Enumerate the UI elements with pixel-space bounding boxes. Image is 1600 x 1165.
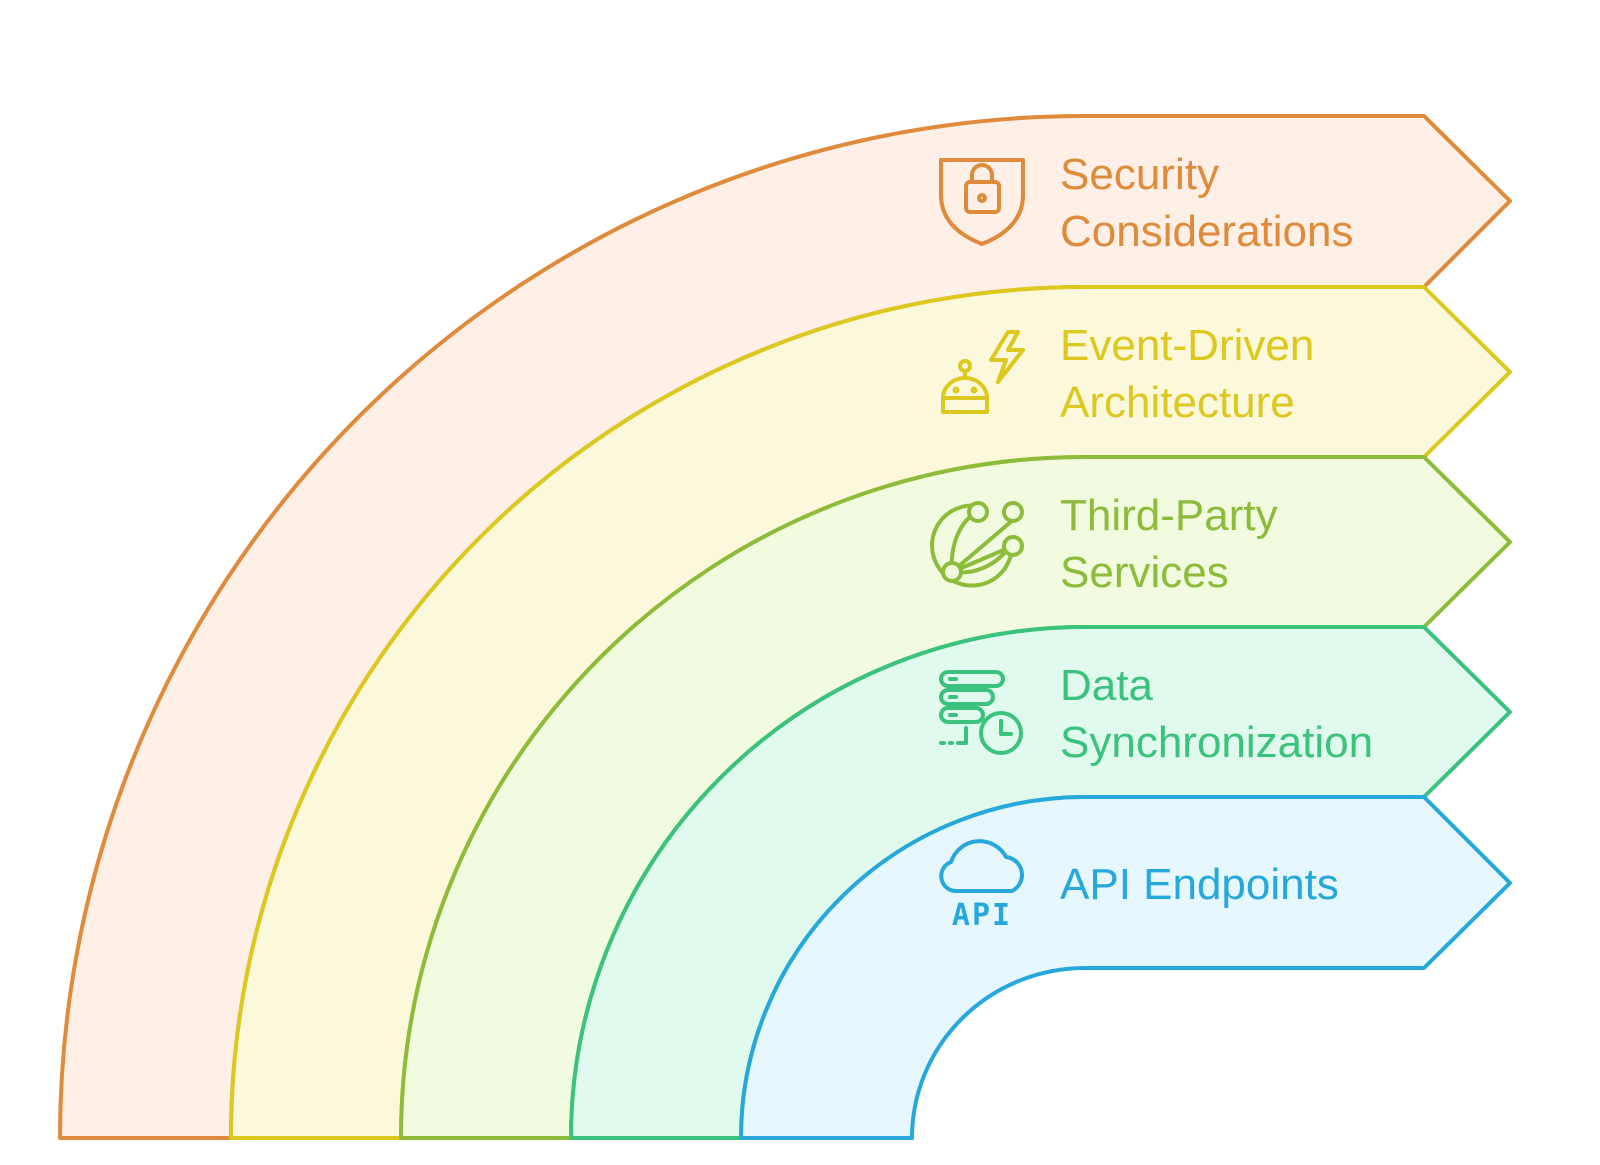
database-clock-icon: [939, 670, 1023, 755]
layer-data-sync-label: Data Synchronization: [1060, 661, 1373, 767]
cloud-api-icon-text: API: [952, 898, 1012, 933]
shield-lock-icon: [939, 158, 1025, 246]
layer-data-sync-line-2: Synchronization: [1060, 718, 1373, 767]
layer-data-sync-line-1: Data: [1060, 661, 1153, 710]
layer-api-label: API Endpoints: [1060, 860, 1339, 909]
layer-event-driven-line-1: Event-Driven: [1060, 321, 1314, 370]
layer-security-line-2: Considerations: [1060, 207, 1354, 256]
cloud-api-icon: API: [939, 839, 1024, 933]
network-globe-icon: [930, 501, 1024, 588]
layer-data-sync: Data Synchronization: [569, 625, 1512, 1140]
layer-event-driven-label: Event-Driven Architecture: [1060, 321, 1327, 427]
layer-api: API API Endpoints: [739, 795, 1512, 1140]
layer-third-party-line-1: Third-Party: [1060, 491, 1278, 540]
robot-lightning-icon: [941, 330, 1025, 414]
layer-api-band: [739, 795, 1512, 1140]
layer-security-label: Security Considerations: [1060, 150, 1354, 256]
layer-event-driven-line-2: Architecture: [1060, 378, 1295, 427]
layer-security-line-1: Security: [1060, 150, 1219, 199]
layer-third-party-line-2: Services: [1060, 548, 1229, 597]
layer-api-line-1: API Endpoints: [1060, 860, 1339, 909]
layer-third-party-label: Third-Party Services: [1060, 491, 1290, 597]
